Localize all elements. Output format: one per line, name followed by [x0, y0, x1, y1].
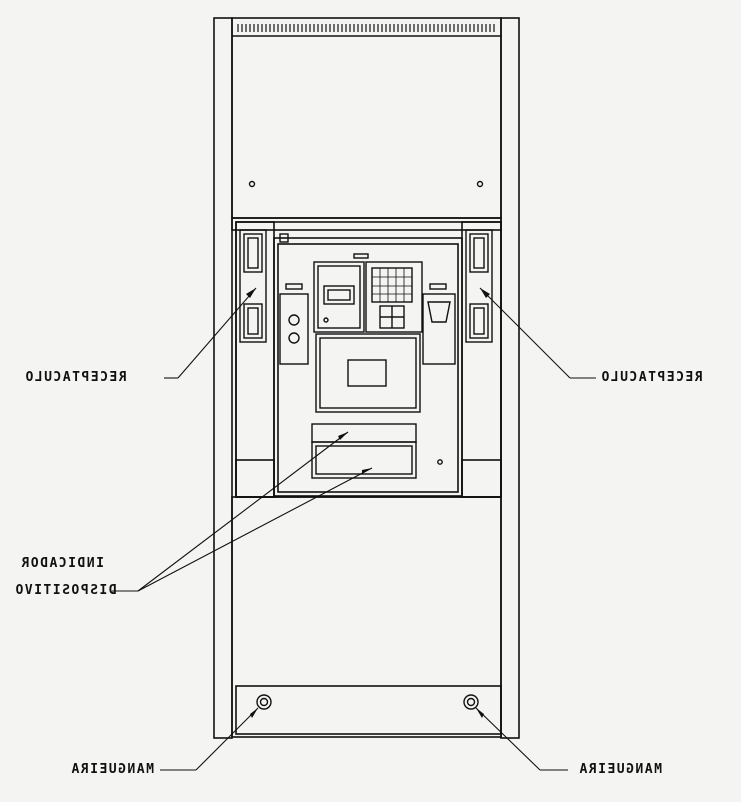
right-receptacle — [465, 229, 493, 343]
left-receptacle — [239, 229, 267, 343]
mangueira-right-label: MANGUEIRA — [578, 762, 662, 777]
device-slot — [311, 441, 417, 479]
mangueira-left-label: MANGUEIRA — [70, 762, 154, 777]
main-screen — [315, 333, 421, 413]
indicador-label: INDICADOR — [20, 556, 104, 571]
dispositivo-label: DISPOSITIVO — [14, 583, 117, 598]
right-hose-connector — [463, 694, 479, 710]
left-column — [213, 17, 233, 739]
lower-cabinet — [231, 496, 502, 738]
receptaculo-right-label: RECEPTACULO — [600, 370, 703, 385]
right-column — [500, 17, 520, 739]
indicator-slot — [311, 423, 417, 443]
receptaculo-left-label: RECEPTACULO — [24, 370, 127, 385]
hose-bay — [235, 685, 502, 735]
top-header-panel — [231, 17, 502, 219]
central-body — [273, 237, 463, 497]
left-hose-connector — [256, 694, 272, 710]
